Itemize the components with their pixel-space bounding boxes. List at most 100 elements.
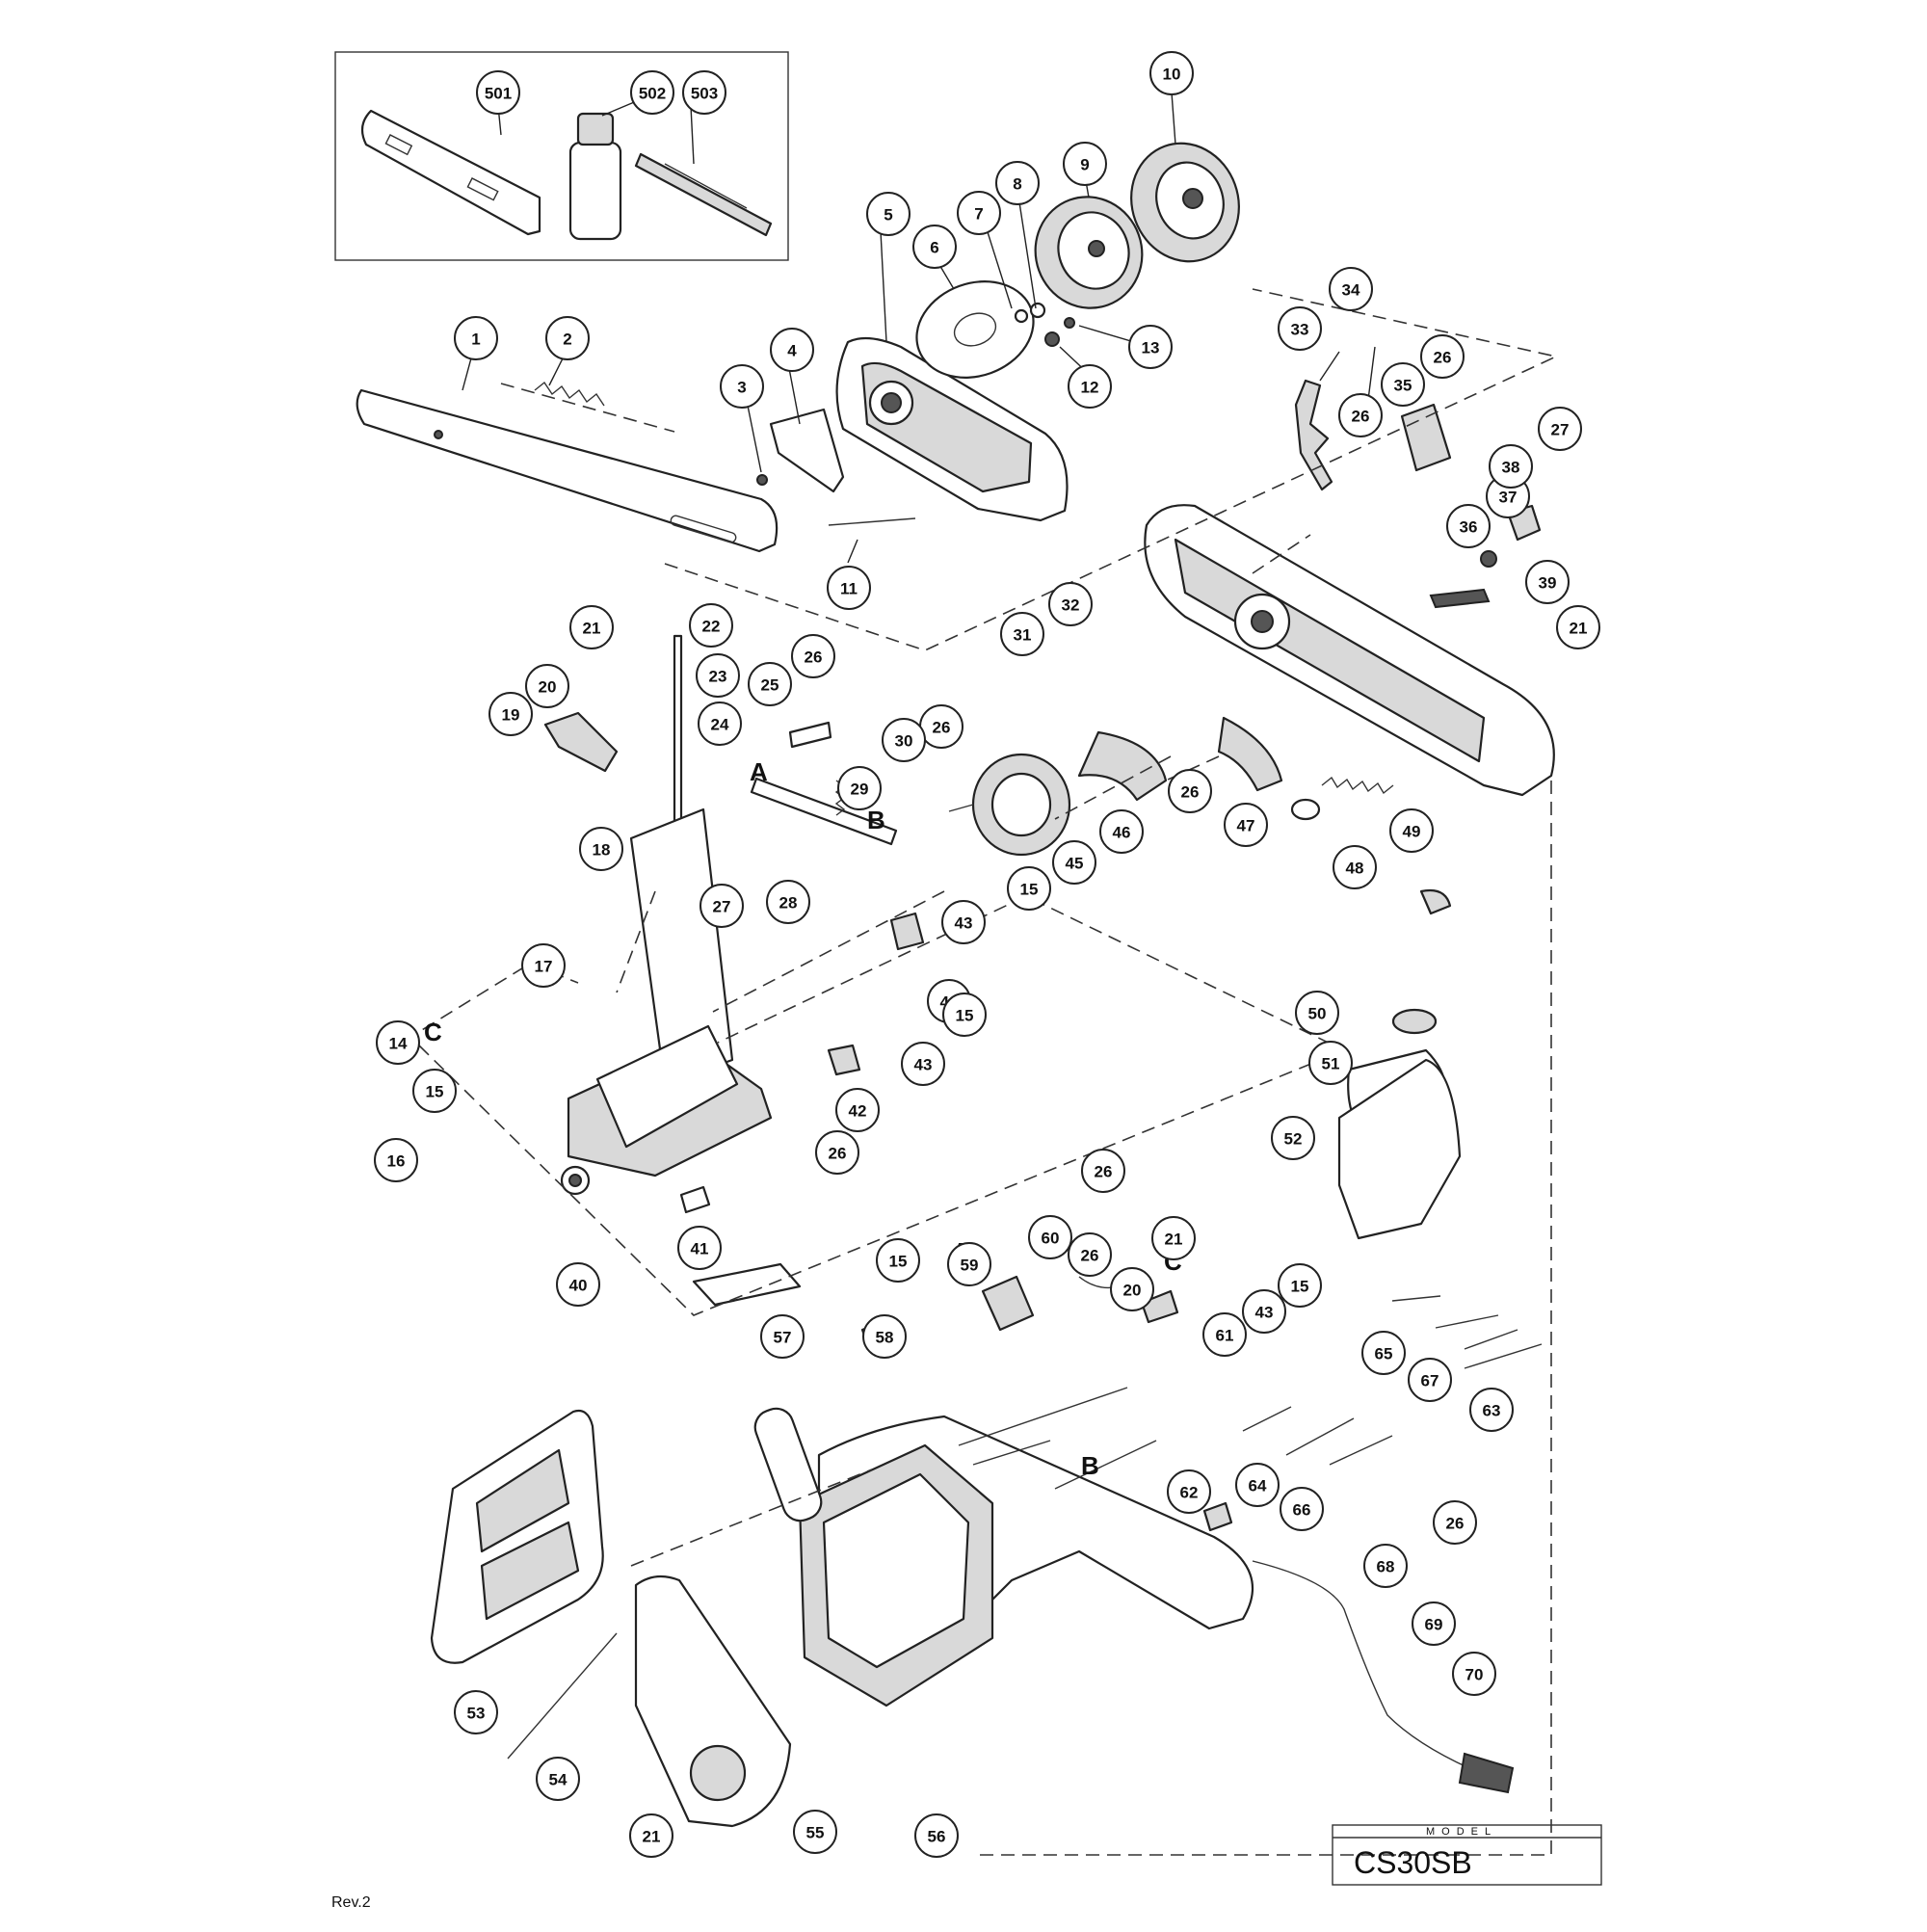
- callout-number: 15: [889, 1253, 908, 1271]
- callout-number: 15: [956, 1007, 974, 1025]
- callout-5: 5: [866, 192, 911, 236]
- callout-number: 26: [1081, 1247, 1099, 1265]
- callout-26: 26: [1168, 769, 1212, 813]
- callout-15: 15: [1278, 1263, 1322, 1308]
- callout-circle: [835, 1088, 880, 1132]
- callout-number: 26: [933, 719, 951, 737]
- callout-number: 20: [539, 678, 557, 697]
- callout-circle: [1168, 769, 1212, 813]
- callout-70: 70: [1452, 1652, 1496, 1696]
- callout-12: 12: [1068, 364, 1112, 409]
- callout-circle: [1068, 364, 1112, 409]
- callout-circle: [876, 1238, 920, 1283]
- callout-circle: [1278, 306, 1322, 351]
- callout-number: 19: [502, 706, 520, 725]
- callout-48: 48: [1333, 845, 1377, 889]
- callout-number: 35: [1394, 377, 1412, 395]
- callout-number: 42: [849, 1102, 867, 1121]
- carbon-brush-holders: [679, 912, 925, 1214]
- callout-47: 47: [1224, 803, 1268, 847]
- callout-67: 67: [1408, 1358, 1452, 1402]
- callout-51: 51: [1308, 1041, 1353, 1085]
- sprocket: [1034, 196, 1144, 309]
- callout-number: 26: [1446, 1515, 1465, 1533]
- callout-number: 1: [471, 331, 480, 349]
- callout-circle: [525, 664, 569, 708]
- callout-circle: [766, 880, 810, 924]
- oil-tank: [1337, 888, 1462, 1240]
- callout-26: 26: [1433, 1500, 1477, 1545]
- revision-label: Rev.2: [331, 1894, 371, 1911]
- model-box-label: MODEL: [1426, 1826, 1497, 1838]
- callout-circle: [1446, 504, 1491, 548]
- callout-number: 20: [1123, 1282, 1142, 1300]
- callout-circle: [1081, 1149, 1125, 1193]
- callout-number: 34: [1342, 281, 1360, 300]
- ref-letter-c-left: C: [424, 1018, 442, 1046]
- callout-26: 26: [919, 704, 964, 749]
- callout-circle: [1202, 1312, 1247, 1357]
- main-housing: [1144, 504, 1555, 797]
- callout-34: 34: [1329, 267, 1373, 311]
- callout-29: 29: [837, 766, 882, 810]
- callout-leaders: [462, 92, 1376, 564]
- callout-circle: [454, 1690, 498, 1734]
- callout-number: 50: [1308, 1005, 1327, 1023]
- callout-27: 27: [1538, 407, 1582, 451]
- callout-number: 13: [1142, 339, 1160, 357]
- model-number: CS30SB: [1354, 1845, 1472, 1880]
- callout-19: 19: [488, 692, 533, 736]
- callout-number: 502: [639, 85, 666, 103]
- callout-circle: [1128, 325, 1173, 369]
- callout-23: 23: [696, 653, 740, 698]
- callout-502: 502: [630, 70, 674, 115]
- callout-circle: [412, 1069, 457, 1113]
- callout-63: 63: [1469, 1388, 1514, 1432]
- callout-number: 37: [1499, 489, 1518, 507]
- callout-46: 46: [1099, 809, 1144, 854]
- callout-circle: [1007, 866, 1051, 911]
- callout-28: 28: [766, 880, 810, 924]
- callout-circle: [882, 718, 926, 762]
- callout-circle: [677, 1226, 722, 1270]
- callout-circle: [791, 634, 835, 678]
- callout-66: 66: [1280, 1487, 1324, 1531]
- callout-circle: [1363, 1544, 1408, 1588]
- callout-9: 9: [1063, 142, 1107, 186]
- callout-circle: [376, 1020, 420, 1065]
- callout-64: 64: [1235, 1463, 1280, 1507]
- callout-number: 59: [961, 1257, 979, 1275]
- callout-circle: [454, 316, 498, 360]
- callout-18: 18: [579, 827, 623, 871]
- callout-number: 21: [583, 620, 601, 638]
- callout-number: 14: [389, 1035, 408, 1053]
- callout-45: 45: [1052, 840, 1096, 885]
- callout-circle: [1151, 1216, 1196, 1260]
- callout-circle: [941, 900, 986, 944]
- callout-number: 21: [643, 1828, 661, 1846]
- callout-number: 33: [1291, 321, 1309, 339]
- callout-26: 26: [1420, 334, 1465, 379]
- callout-number: 69: [1425, 1616, 1443, 1634]
- callout-number: 17: [535, 958, 553, 976]
- callout-32: 32: [1048, 582, 1093, 626]
- callout-number: 26: [829, 1145, 847, 1163]
- callout-circle: [1452, 1652, 1496, 1696]
- callout-number: 22: [702, 618, 721, 636]
- callout-circle: [720, 364, 764, 409]
- saw-chain: [500, 381, 675, 433]
- callout-circle: [1110, 1267, 1154, 1311]
- oil-bottle: [568, 112, 622, 241]
- callout-26: 26: [1338, 393, 1383, 437]
- callout-circle: [1235, 1463, 1280, 1507]
- callout-circle: [1389, 808, 1434, 853]
- brake-band: [1077, 716, 1283, 802]
- callout-number: 36: [1460, 518, 1478, 537]
- callout-circle: [815, 1130, 859, 1175]
- callout-number: 16: [387, 1152, 406, 1171]
- callout-15: 15: [1007, 866, 1051, 911]
- callout-number: 10: [1163, 66, 1181, 84]
- callout-3: 3: [720, 364, 764, 409]
- chain-tension-plate: [1400, 403, 1452, 472]
- callout-43: 43: [941, 900, 986, 944]
